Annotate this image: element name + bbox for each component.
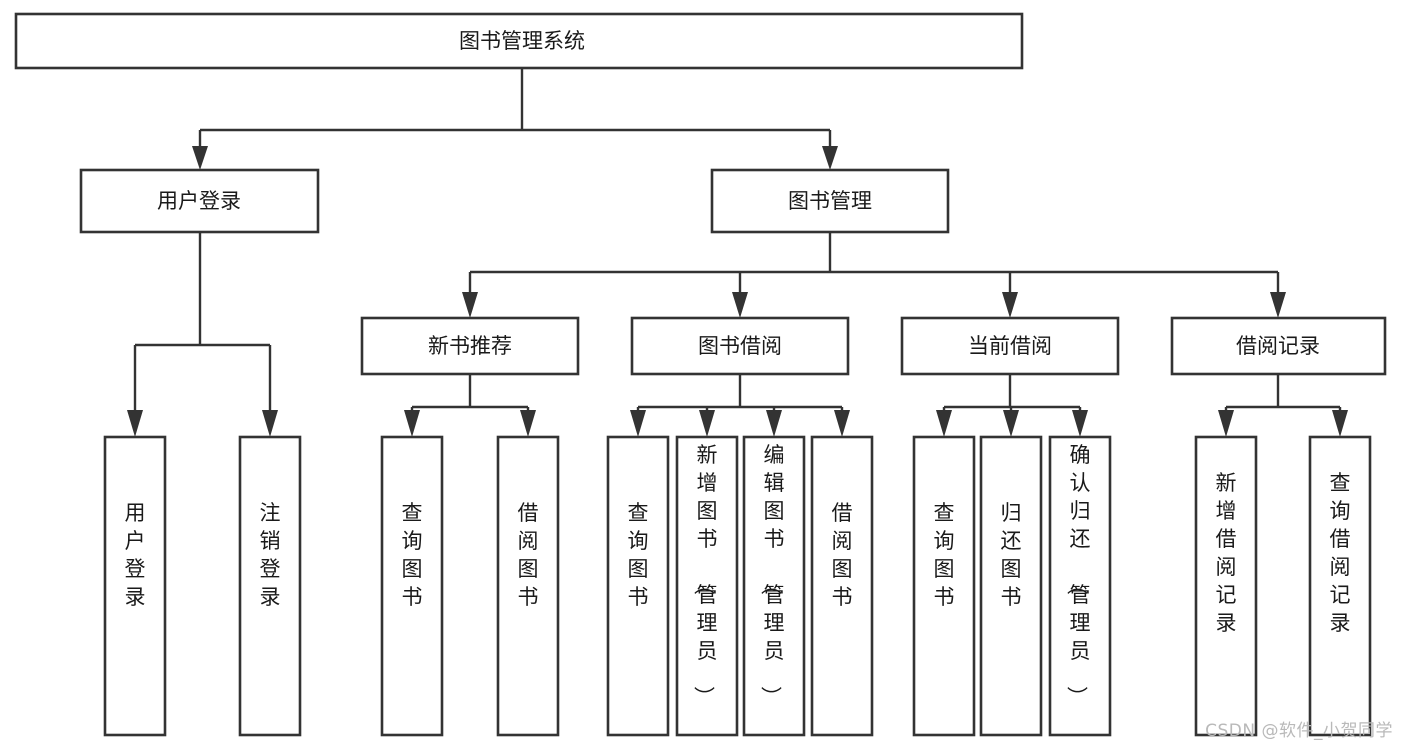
arrow-head-leaf-return-book [1003, 410, 1019, 437]
node-leaf-confirm-return[interactable]: 确认归还（管理员） [1048, 435, 1112, 737]
node-leaf-query-book-1-box[interactable] [380, 435, 444, 737]
node-leaf-return-book[interactable]: 归还图书 [979, 435, 1043, 737]
node-leaf-add-book-box[interactable] [675, 435, 739, 737]
arrow-head-leaf-edit-book [766, 410, 782, 437]
node-root-box[interactable] [14, 12, 1024, 70]
node-leaf-add-book-label: 新增图书（管理员） [692, 443, 718, 707]
node-user-login-label: 用户登录 [157, 189, 241, 213]
node-leaf-query-book-1[interactable]: 查询图书 [380, 435, 444, 737]
node-leaf-edit-book-label: 编辑图书（管理员） [759, 443, 785, 707]
arrow-head-leaf-borrow-book-2 [834, 410, 850, 437]
watermark-label: CSDN @软件_小贺同学 [1205, 721, 1393, 741]
node-leaf-borrow-book-1-box[interactable] [496, 435, 560, 737]
arrow-head-userlogin [192, 146, 208, 170]
node-current-borrow-label: 当前借阅 [968, 334, 1052, 358]
node-leaf-edit-book[interactable]: 编辑图书（管理员） [742, 435, 806, 737]
arrow-head-leaf-query-record [1332, 410, 1348, 437]
node-root-label: 图书管理系统 [459, 29, 585, 53]
node-leaf-add-record-box[interactable] [1194, 435, 1258, 737]
node-leaf-borrow-book-1[interactable]: 借阅图书 [496, 435, 560, 737]
node-leaf-borrow-book-1-label: 借阅图书 [518, 501, 539, 609]
node-root[interactable]: 图书管理系统 [14, 12, 1024, 70]
arrow-head-leaf-query-book-2 [630, 410, 646, 437]
node-book-borrow-box[interactable] [630, 316, 850, 376]
node-leaf-borrow-book-2-label: 借阅图书 [832, 501, 853, 609]
node-leaf-query-record-label: 查询借阅记录 [1330, 471, 1351, 635]
node-user-login[interactable]: 用户登录 [79, 168, 320, 234]
node-book-manage-box[interactable] [710, 168, 950, 234]
edge-group [127, 68, 1348, 437]
node-leaf-user-login[interactable]: 用户登录 [103, 435, 167, 737]
node-leaf-logout-login[interactable]: 注销登录 [238, 435, 302, 737]
node-leaf-user-login-label: 用户登录 [125, 501, 146, 609]
node-current-borrow[interactable]: 当前借阅 [900, 316, 1120, 376]
node-new-book-recommend-label: 新书推荐 [428, 334, 512, 358]
node-book-borrow-label: 图书借阅 [698, 334, 782, 358]
arrow-head-leaf-query-book-1 [404, 410, 420, 437]
arrow-head-bookborrow [732, 292, 748, 318]
arrow-head-borrowrecord [1270, 292, 1286, 318]
arrow-head-leaf-add-record [1218, 410, 1234, 437]
node-leaf-return-book-label: 归还图书 [1001, 501, 1022, 609]
node-leaf-borrow-book-2-box[interactable] [810, 435, 874, 737]
node-leaf-add-record[interactable]: 新增借阅记录 [1194, 435, 1258, 737]
node-leaf-add-record-label: 新增借阅记录 [1216, 471, 1237, 635]
node-leaf-query-book-3-label: 查询图书 [934, 501, 955, 609]
node-book-manage[interactable]: 图书管理 [710, 168, 950, 234]
node-new-book-recommend-box[interactable] [360, 316, 580, 376]
node-leaf-logout-login-label: 注销登录 [260, 501, 281, 609]
arrow-head-leaf-borrow-book-1 [520, 410, 536, 437]
node-leaf-confirm-return-box[interactable] [1048, 435, 1112, 737]
arrow-head-leaf-confirm-return [1072, 410, 1088, 437]
node-leaf-confirm-return-label: 确认归还（管理员） [1065, 443, 1091, 707]
node-borrow-record-label: 借阅记录 [1236, 334, 1320, 358]
arrow-head-currentborrow [1002, 292, 1018, 318]
node-user-login-box[interactable] [79, 168, 320, 234]
node-leaf-user-login-box[interactable] [103, 435, 167, 737]
node-leaf-logout-login-box[interactable] [238, 435, 302, 737]
node-leaf-query-book-1-label: 查询图书 [402, 501, 423, 609]
node-leaf-query-book-2[interactable]: 查询图书 [606, 435, 670, 737]
node-leaf-query-record[interactable]: 查询借阅记录 [1308, 435, 1372, 737]
node-book-manage-label: 图书管理 [788, 189, 872, 213]
node-leaf-query-record-box[interactable] [1308, 435, 1372, 737]
node-leaf-add-book[interactable]: 新增图书（管理员） [675, 435, 739, 737]
arrow-head-leaf-logout-login [262, 410, 278, 437]
node-leaf-borrow-book-2[interactable]: 借阅图书 [810, 435, 874, 737]
arrow-head-leaf-add-book [699, 410, 715, 437]
node-leaf-edit-book-box[interactable] [742, 435, 806, 737]
node-borrow-record-box[interactable] [1170, 316, 1387, 376]
node-leaf-query-book-2-label: 查询图书 [628, 501, 649, 609]
node-new-book-recommend[interactable]: 新书推荐 [360, 316, 580, 376]
node-leaf-query-book-3-box[interactable] [912, 435, 976, 737]
node-book-borrow[interactable]: 图书借阅 [630, 316, 850, 376]
arrow-head-bookmanage [822, 146, 838, 170]
arrow-head-leaf-user-login [127, 410, 143, 437]
node-borrow-record[interactable]: 借阅记录 [1170, 316, 1387, 376]
node-leaf-query-book-3[interactable]: 查询图书 [912, 435, 976, 737]
node-leaf-return-book-box[interactable] [979, 435, 1043, 737]
node-leaf-query-book-2-box[interactable] [606, 435, 670, 737]
arrow-head-newbook [462, 292, 478, 318]
node-current-borrow-box[interactable] [900, 316, 1120, 376]
arrow-head-leaf-query-book-3 [936, 410, 952, 437]
